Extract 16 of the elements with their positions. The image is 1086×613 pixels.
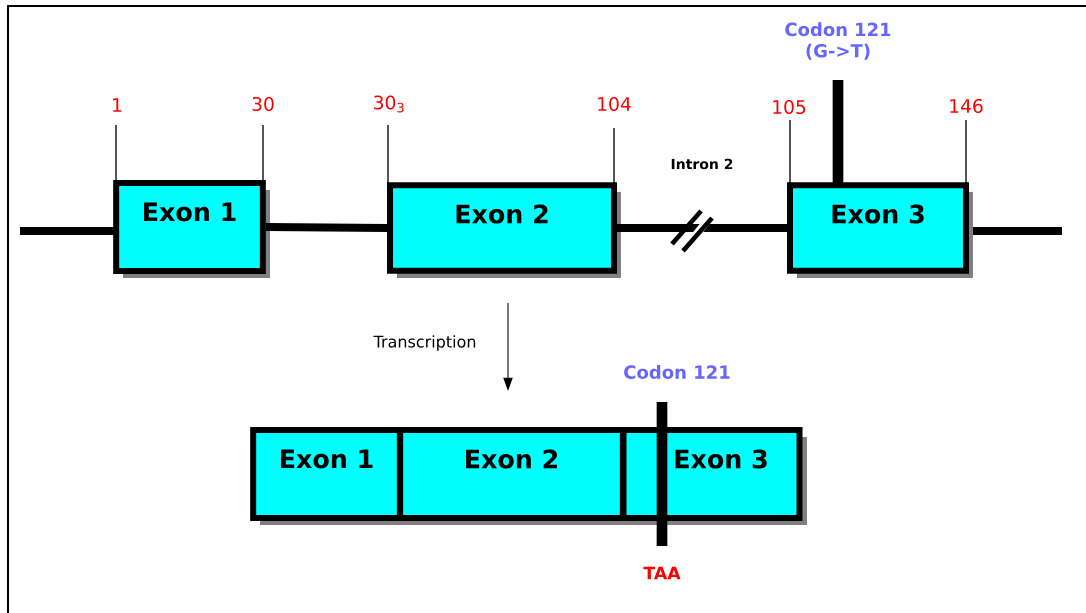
exon-box: Exon 2 — [387, 182, 621, 278]
exon-box: Exon 3 — [787, 182, 973, 278]
position-number: 104 — [598, 96, 631, 112]
position-number: 105 — [773, 99, 806, 115]
position-number: 30$_{3}$ — [374, 95, 404, 113]
edge-label: Intron 2 — [671, 158, 733, 170]
codon-label: Codon 121 — [624, 365, 730, 379]
position-number: 146 — [950, 98, 983, 114]
exon-box: Exon 1 — [250, 427, 407, 525]
exon-box: Exon 1 — [113, 180, 270, 278]
position-number: 1 — [113, 98, 122, 112]
stop-codon-label: TAA — [643, 566, 681, 580]
position-number: 30 — [252, 96, 274, 112]
intron-line — [265, 223, 388, 232]
codon-label: Codon 121 (G->T) — [785, 22, 891, 60]
process-label: Transcription — [373, 335, 476, 351]
